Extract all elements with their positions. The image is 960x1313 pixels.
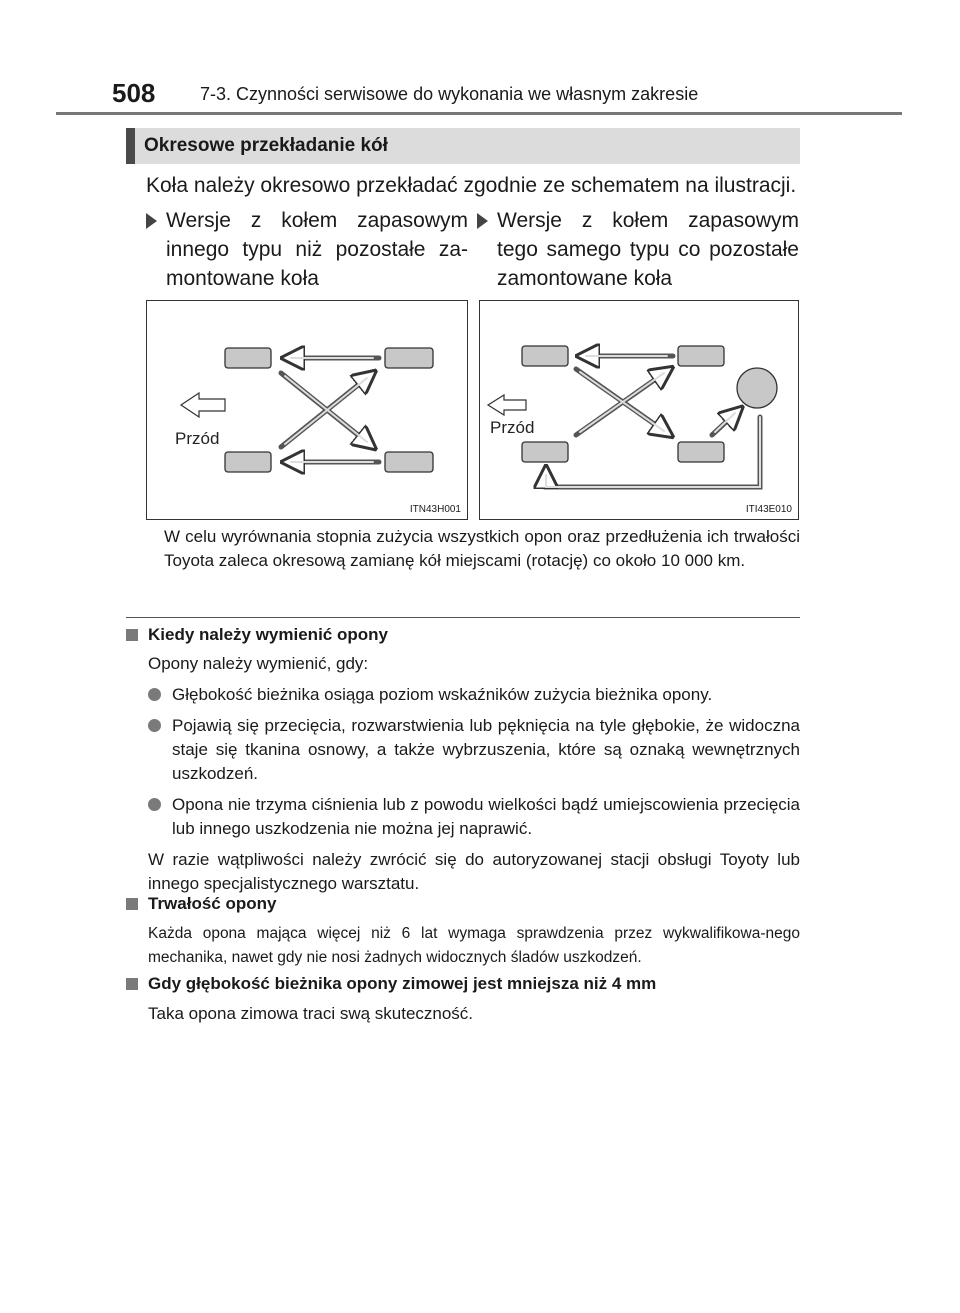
durability-text: Każda opona mająca więcej niż 6 lat wyma…	[148, 925, 800, 966]
triangle-bullet-icon	[477, 213, 488, 229]
durability-block: Trwałość opony Każda opona mająca więcej…	[126, 892, 800, 970]
right-version-heading: Wersje z kołem zapasowym tego samego typ…	[477, 206, 799, 293]
front-label: Przód	[175, 429, 219, 448]
rotation-diagram-left: Przód	[175, 301, 434, 519]
chapter-title: 7-3. Czynności serwisowe do wykonania we…	[200, 84, 699, 104]
left-version-text: Wersje z kołem zapasowym innego typu niż…	[166, 209, 468, 290]
when-replace-lead: Opony należy wymienić, gdy:	[148, 654, 369, 673]
tire-rear-left	[224, 451, 272, 473]
circle-bullet-icon	[148, 798, 161, 811]
when-replace-note: W razie wątpliwości należy zwrócić się d…	[148, 850, 800, 893]
page-number: 508	[112, 78, 156, 108]
figure-code: ITI43E010	[745, 504, 792, 515]
square-bullet-icon	[126, 629, 138, 641]
figure-rotation-left: Przód ITN43H001	[146, 300, 468, 520]
square-bullet-icon	[126, 898, 138, 910]
spare-tire	[736, 367, 778, 409]
when-replace-heading: Kiedy należy wymienić opony	[126, 623, 800, 647]
winter-heading: Gdy głębokość bieżnika opony zimowej jes…	[126, 972, 800, 996]
tire-front-left	[521, 345, 569, 367]
figure-rotation-right: Przód ITI43E010	[479, 300, 799, 520]
when-replace-block: Kiedy należy wymienić opony Opony należy…	[126, 623, 800, 896]
durability-heading-text: Trwałość opony	[148, 894, 277, 913]
tire-rear-left	[521, 441, 569, 463]
winter-text: Taka opona zimowa traci swą skuteczność.	[148, 1004, 474, 1023]
section-header-bar	[126, 128, 135, 164]
header-rule	[56, 112, 902, 115]
list-item: Pojawią się przecięcia, rozwarstwienia l…	[148, 714, 800, 786]
front-label: Przód	[490, 418, 534, 437]
square-bullet-icon	[126, 978, 138, 990]
front-arrow-icon	[179, 391, 226, 419]
list-item: Opona nie trzyma ciśnienia lub z powodu …	[148, 793, 800, 841]
left-version-heading: Wersje z kołem zapasowym innego typu niż…	[146, 206, 468, 293]
winter-heading-text: Gdy głębokość bieżnika opony zimowej jes…	[148, 974, 657, 993]
triangle-bullet-icon	[146, 213, 157, 229]
circle-bullet-icon	[148, 688, 161, 701]
intro-text: Koła należy okresowo przekładać zgodnie …	[146, 174, 797, 197]
list-item-text: Pojawią się przecięcia, rozwarstwienia l…	[172, 716, 800, 783]
winter-block: Gdy głębokość bieżnika opony zimowej jes…	[126, 972, 800, 1026]
front-arrow-icon	[486, 393, 527, 417]
tire-front-left	[224, 347, 272, 369]
list-item-text: Głębokość bieżnika osiąga poziom wskaźni…	[172, 685, 713, 704]
arrow-spare-return	[546, 414, 763, 490]
list-item-text: Opona nie trzyma ciśnienia lub z powodu …	[172, 795, 800, 838]
section-header: Okresowe przekładanie kół	[126, 128, 800, 164]
when-replace-heading-text: Kiedy należy wymienić opony	[148, 625, 388, 644]
durability-heading: Trwałość opony	[126, 892, 800, 916]
section-title: Okresowe przekładanie kół	[144, 135, 388, 156]
tire-front-right	[677, 345, 725, 367]
figure-caption: W celu wyrównania stopnia zużycia wszyst…	[164, 527, 800, 570]
rotation-diagram-right: Przód	[486, 301, 778, 490]
tire-rear-right	[384, 451, 434, 473]
figure-code: ITN43H001	[409, 504, 461, 515]
right-version-text: Wersje z kołem zapasowym tego samego typ…	[497, 209, 799, 290]
circle-bullet-icon	[148, 719, 161, 732]
section-divider	[126, 617, 800, 618]
tire-rear-right	[677, 441, 725, 463]
list-item: Głębokość bieżnika osiąga poziom wskaźni…	[148, 683, 800, 707]
tire-front-right	[384, 347, 434, 369]
